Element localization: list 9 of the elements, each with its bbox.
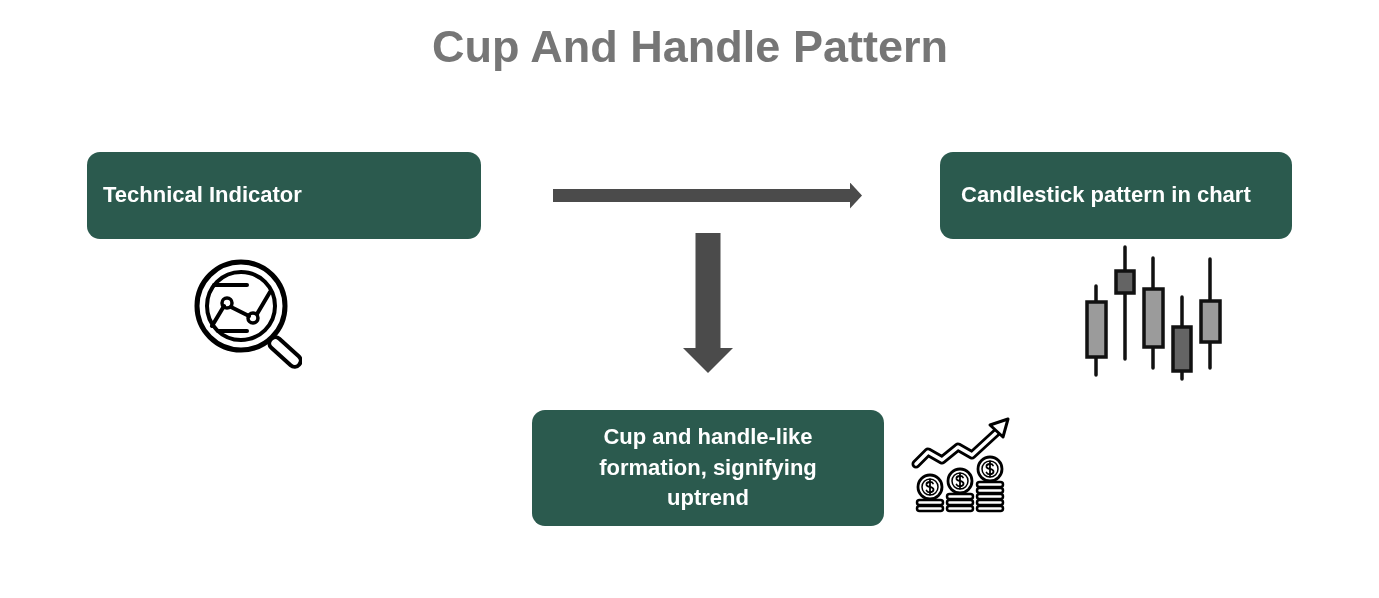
box-label: Technical Indicator — [103, 181, 302, 210]
process-box — [87, 152, 481, 239]
box-label: Candlestick pattern in chart — [961, 181, 1251, 210]
box-label: Cup and handle-like formation, signifying uptrend — [598, 422, 818, 513]
process-box — [532, 410, 884, 526]
arrow — [683, 233, 733, 373]
diagram-title: Cup And Handle Pattern — [431, 20, 949, 74]
arrow — [553, 182, 862, 209]
process-box — [940, 152, 1292, 239]
